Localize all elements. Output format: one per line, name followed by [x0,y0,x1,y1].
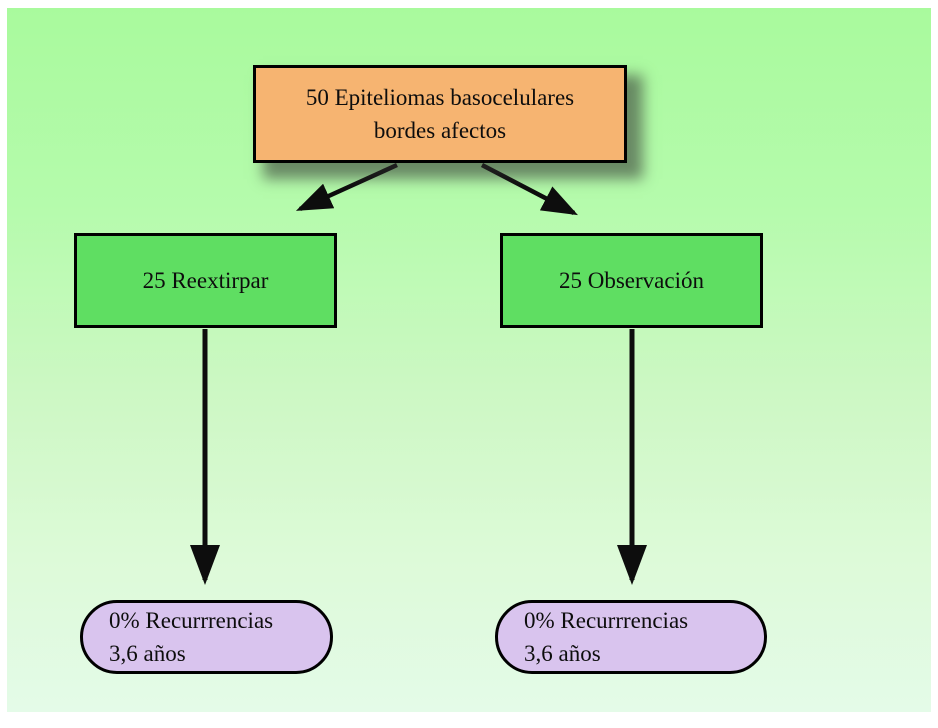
branch-node-label: 25 Reextirpar [142,268,269,293]
branch-node-label: 25 Observación [559,268,704,293]
root-node-line1: 50 Epiteliomas basocelulares [305,85,575,110]
outcome-node-line1: 0% Recurrrencias [524,608,689,633]
root-node-line2: bordes afectos [373,118,507,143]
branch-node-reextirpar: 25 Reextirpar [74,233,337,328]
outcome-node-line2: 3,6 años [109,641,186,666]
outcome-node-right: 0% Recurrrencias 3,6 años [495,600,767,674]
root-node: 50 Epiteliomas basocelulares bordes afec… [253,65,627,163]
outcome-node-line2: 3,6 años [524,641,601,666]
outcome-node-left: 0% Recurrrencias 3,6 años [80,600,333,674]
outcome-node-line1: 0% Recurrrencias [109,608,274,633]
branch-node-observacion: 25 Observación [500,233,763,328]
